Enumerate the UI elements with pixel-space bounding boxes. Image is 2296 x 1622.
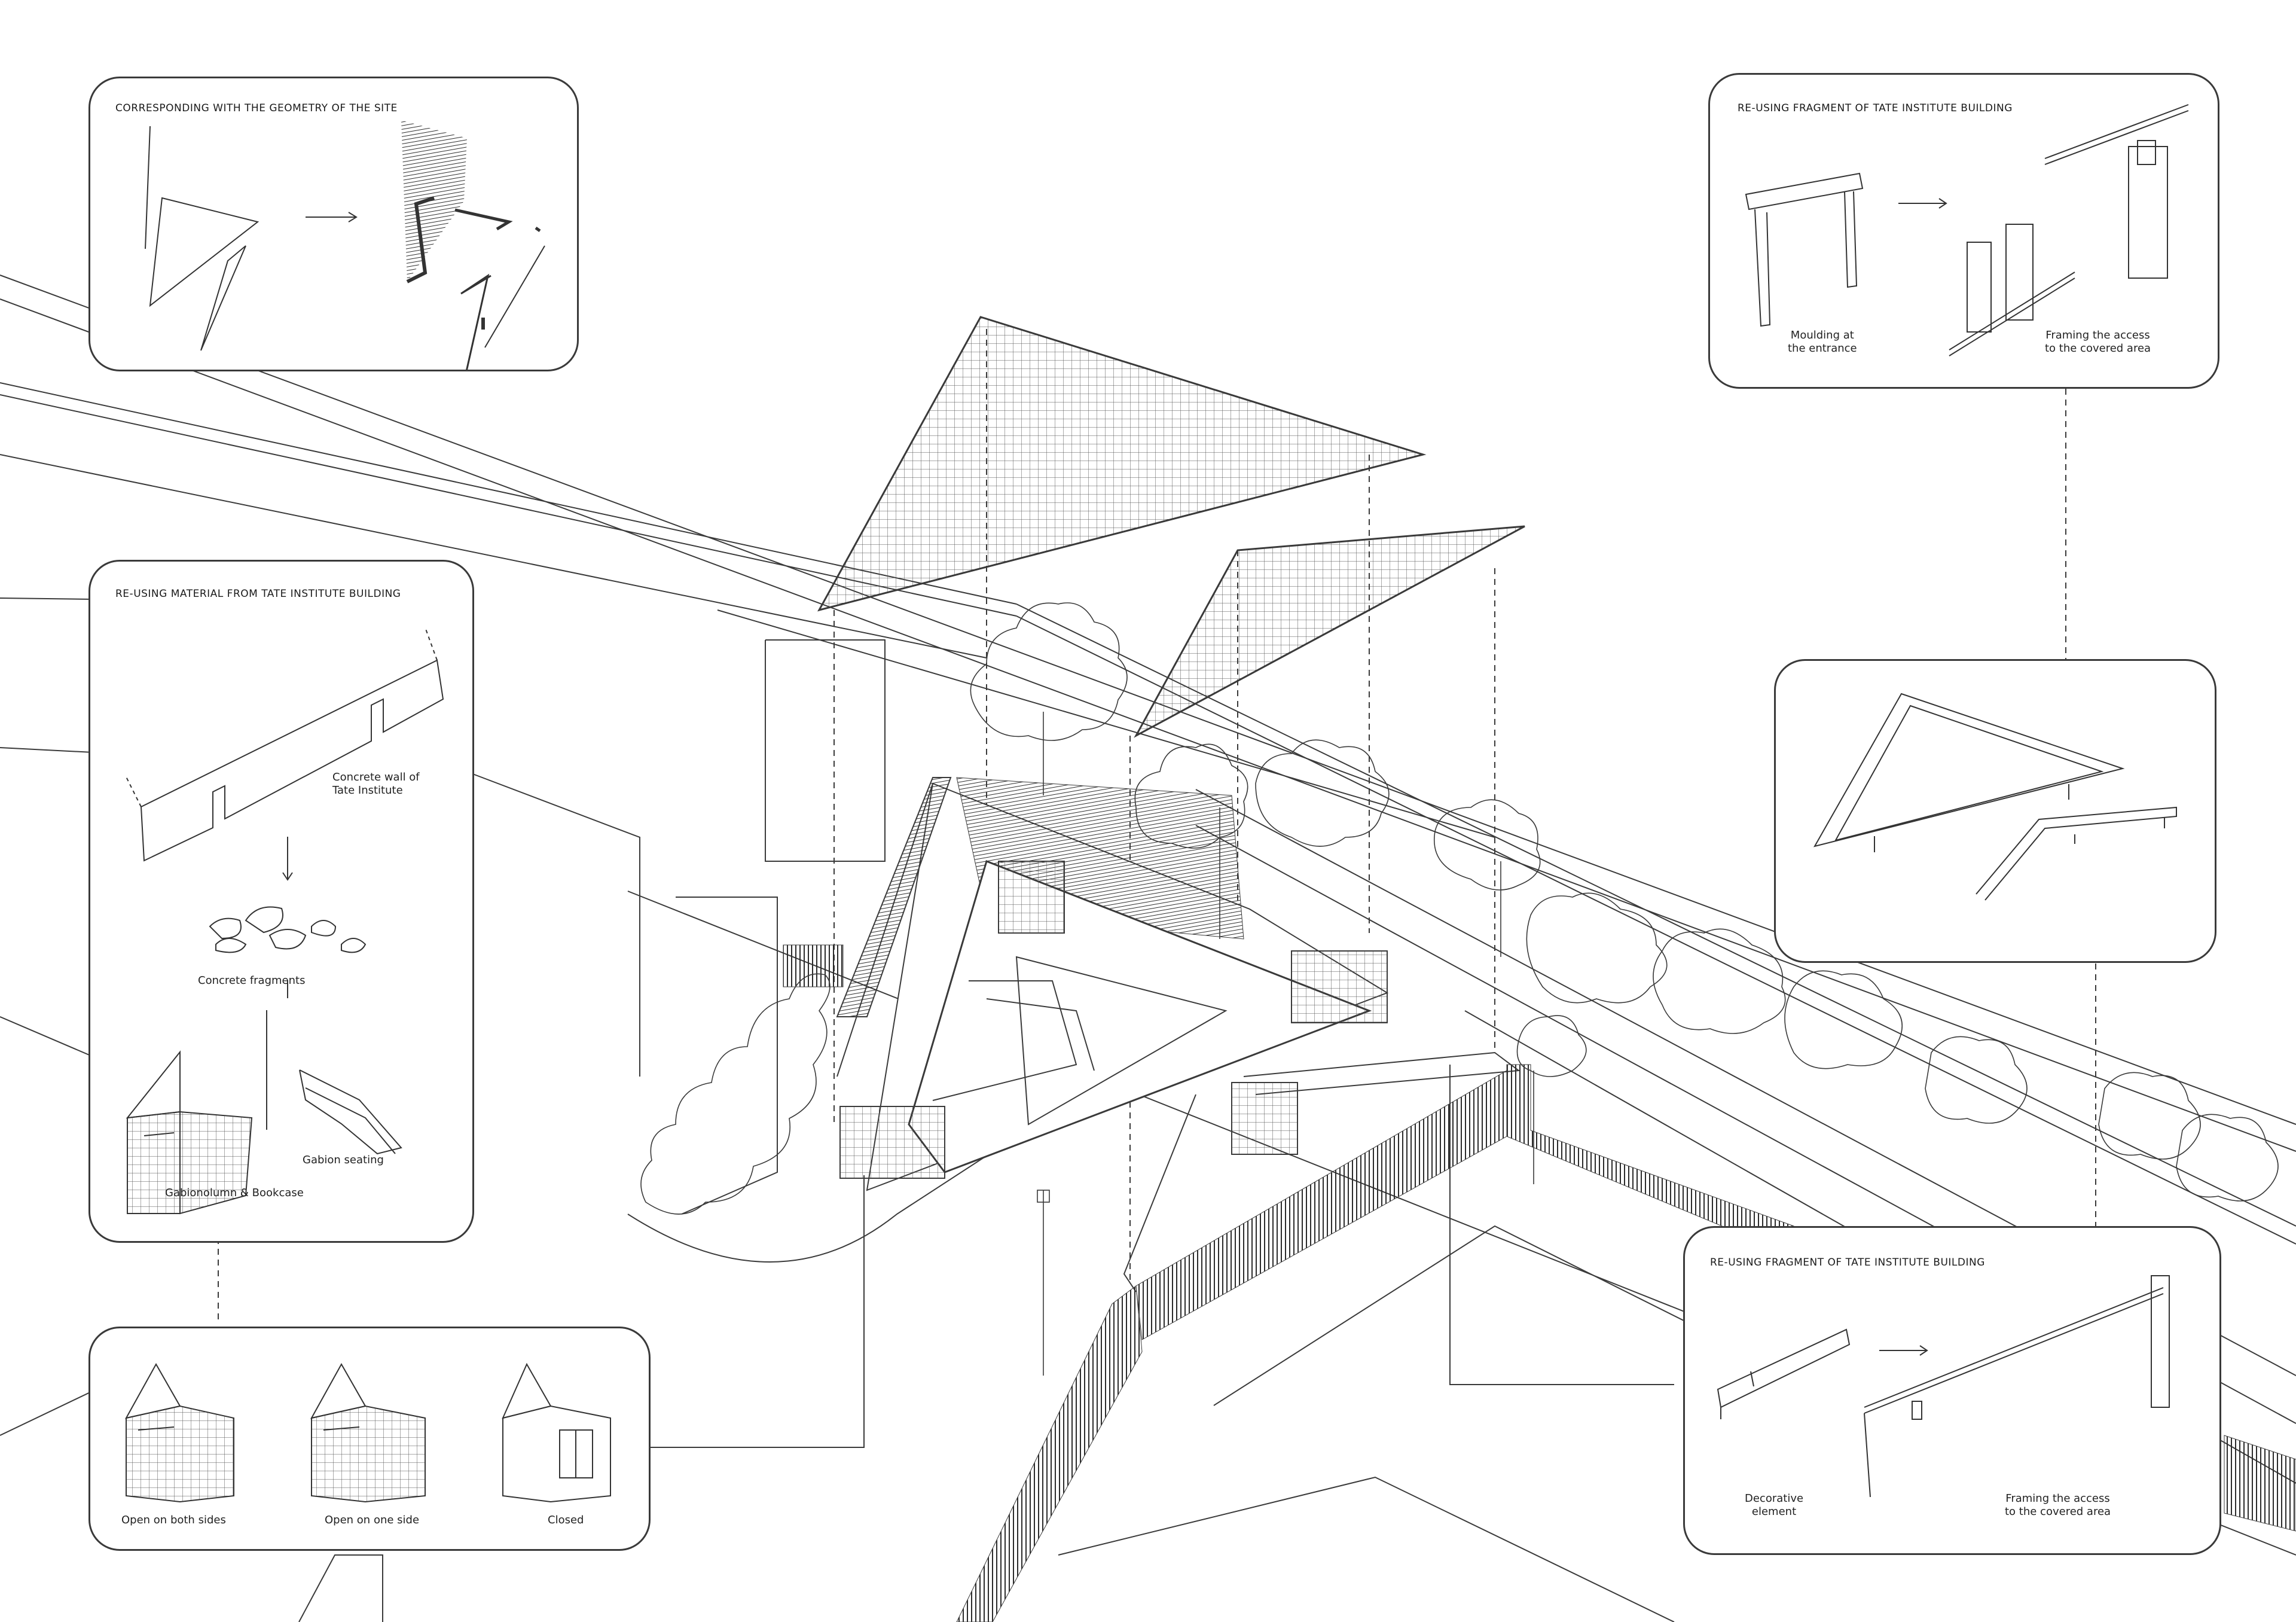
material-diagram: [126, 627, 444, 1215]
column-types-diagram: [125, 1362, 611, 1503]
panel-title: RE-USING FRAGMENT OF TATE INSTITUTE BUIL…: [1738, 102, 2013, 114]
panel-title: RE-USING FRAGMENT OF TATE INSTITUTE BUIL…: [1710, 1257, 1985, 1269]
geometry-diagram: [145, 120, 545, 370]
decorative-caption: Decorative element: [1745, 1492, 1804, 1518]
panel-title: CORRESPONDING WITH THE GEOMETRY OF THE S…: [115, 102, 398, 114]
column-closed: [502, 1362, 611, 1503]
closed-caption: Closed: [548, 1514, 584, 1526]
moulding-diagram: [1745, 104, 2189, 356]
panel-triangle-frame: [1774, 659, 2216, 963]
panel-title: RE-USING MATERIAL FROM TATE INSTITUTE BU…: [115, 588, 401, 600]
fragments-caption: Concrete fragments: [198, 974, 306, 987]
canopy-roof-left: [817, 316, 1427, 612]
gabion-seating-caption: Gabion seating: [303, 1154, 384, 1166]
wall-caption: Concrete wall of Tate Institute: [332, 771, 420, 797]
framing-caption: Framing the access to the covered area: [2005, 1492, 2111, 1518]
canopy-roof-right: [1134, 525, 1525, 738]
column-open-both-sides: [125, 1362, 234, 1503]
panel-fragment-moulding: RE-USING FRAGMENT OF TATE INSTITUTE BUIL…: [1708, 73, 2219, 389]
triangular-pavilion: [836, 777, 1521, 1292]
fences: [783, 944, 2296, 1622]
panel-site-geometry: CORRESPONDING WITH THE GEOMETRY OF THE S…: [88, 77, 579, 371]
column-bookcase-caption: Gabionolumn & Bookcase: [165, 1187, 304, 1199]
decorative-diagram: [1717, 1275, 2170, 1498]
column-open-one-side: [310, 1362, 426, 1503]
panel-reusing-material: RE-USING MATERIAL FROM TATE INSTITUTE BU…: [88, 560, 474, 1243]
framing-caption: Framing the access to the covered area: [2045, 329, 2151, 355]
trees-and-hedges: [640, 602, 2279, 1376]
panel-column-types: Open on both sides Open on one side Clos…: [88, 1327, 651, 1551]
triangle-frame-diagram: [1813, 693, 2177, 901]
panel-fragment-decorative: RE-USING FRAGMENT OF TATE INSTITUTE BUIL…: [1683, 1226, 2221, 1555]
leader-lines: [649, 1065, 1674, 1448]
open-one-side-caption: Open on one side: [325, 1514, 420, 1526]
open-both-sides-caption: Open on both sides: [121, 1514, 226, 1526]
moulding-caption: Moulding at the entrance: [1788, 329, 1857, 355]
